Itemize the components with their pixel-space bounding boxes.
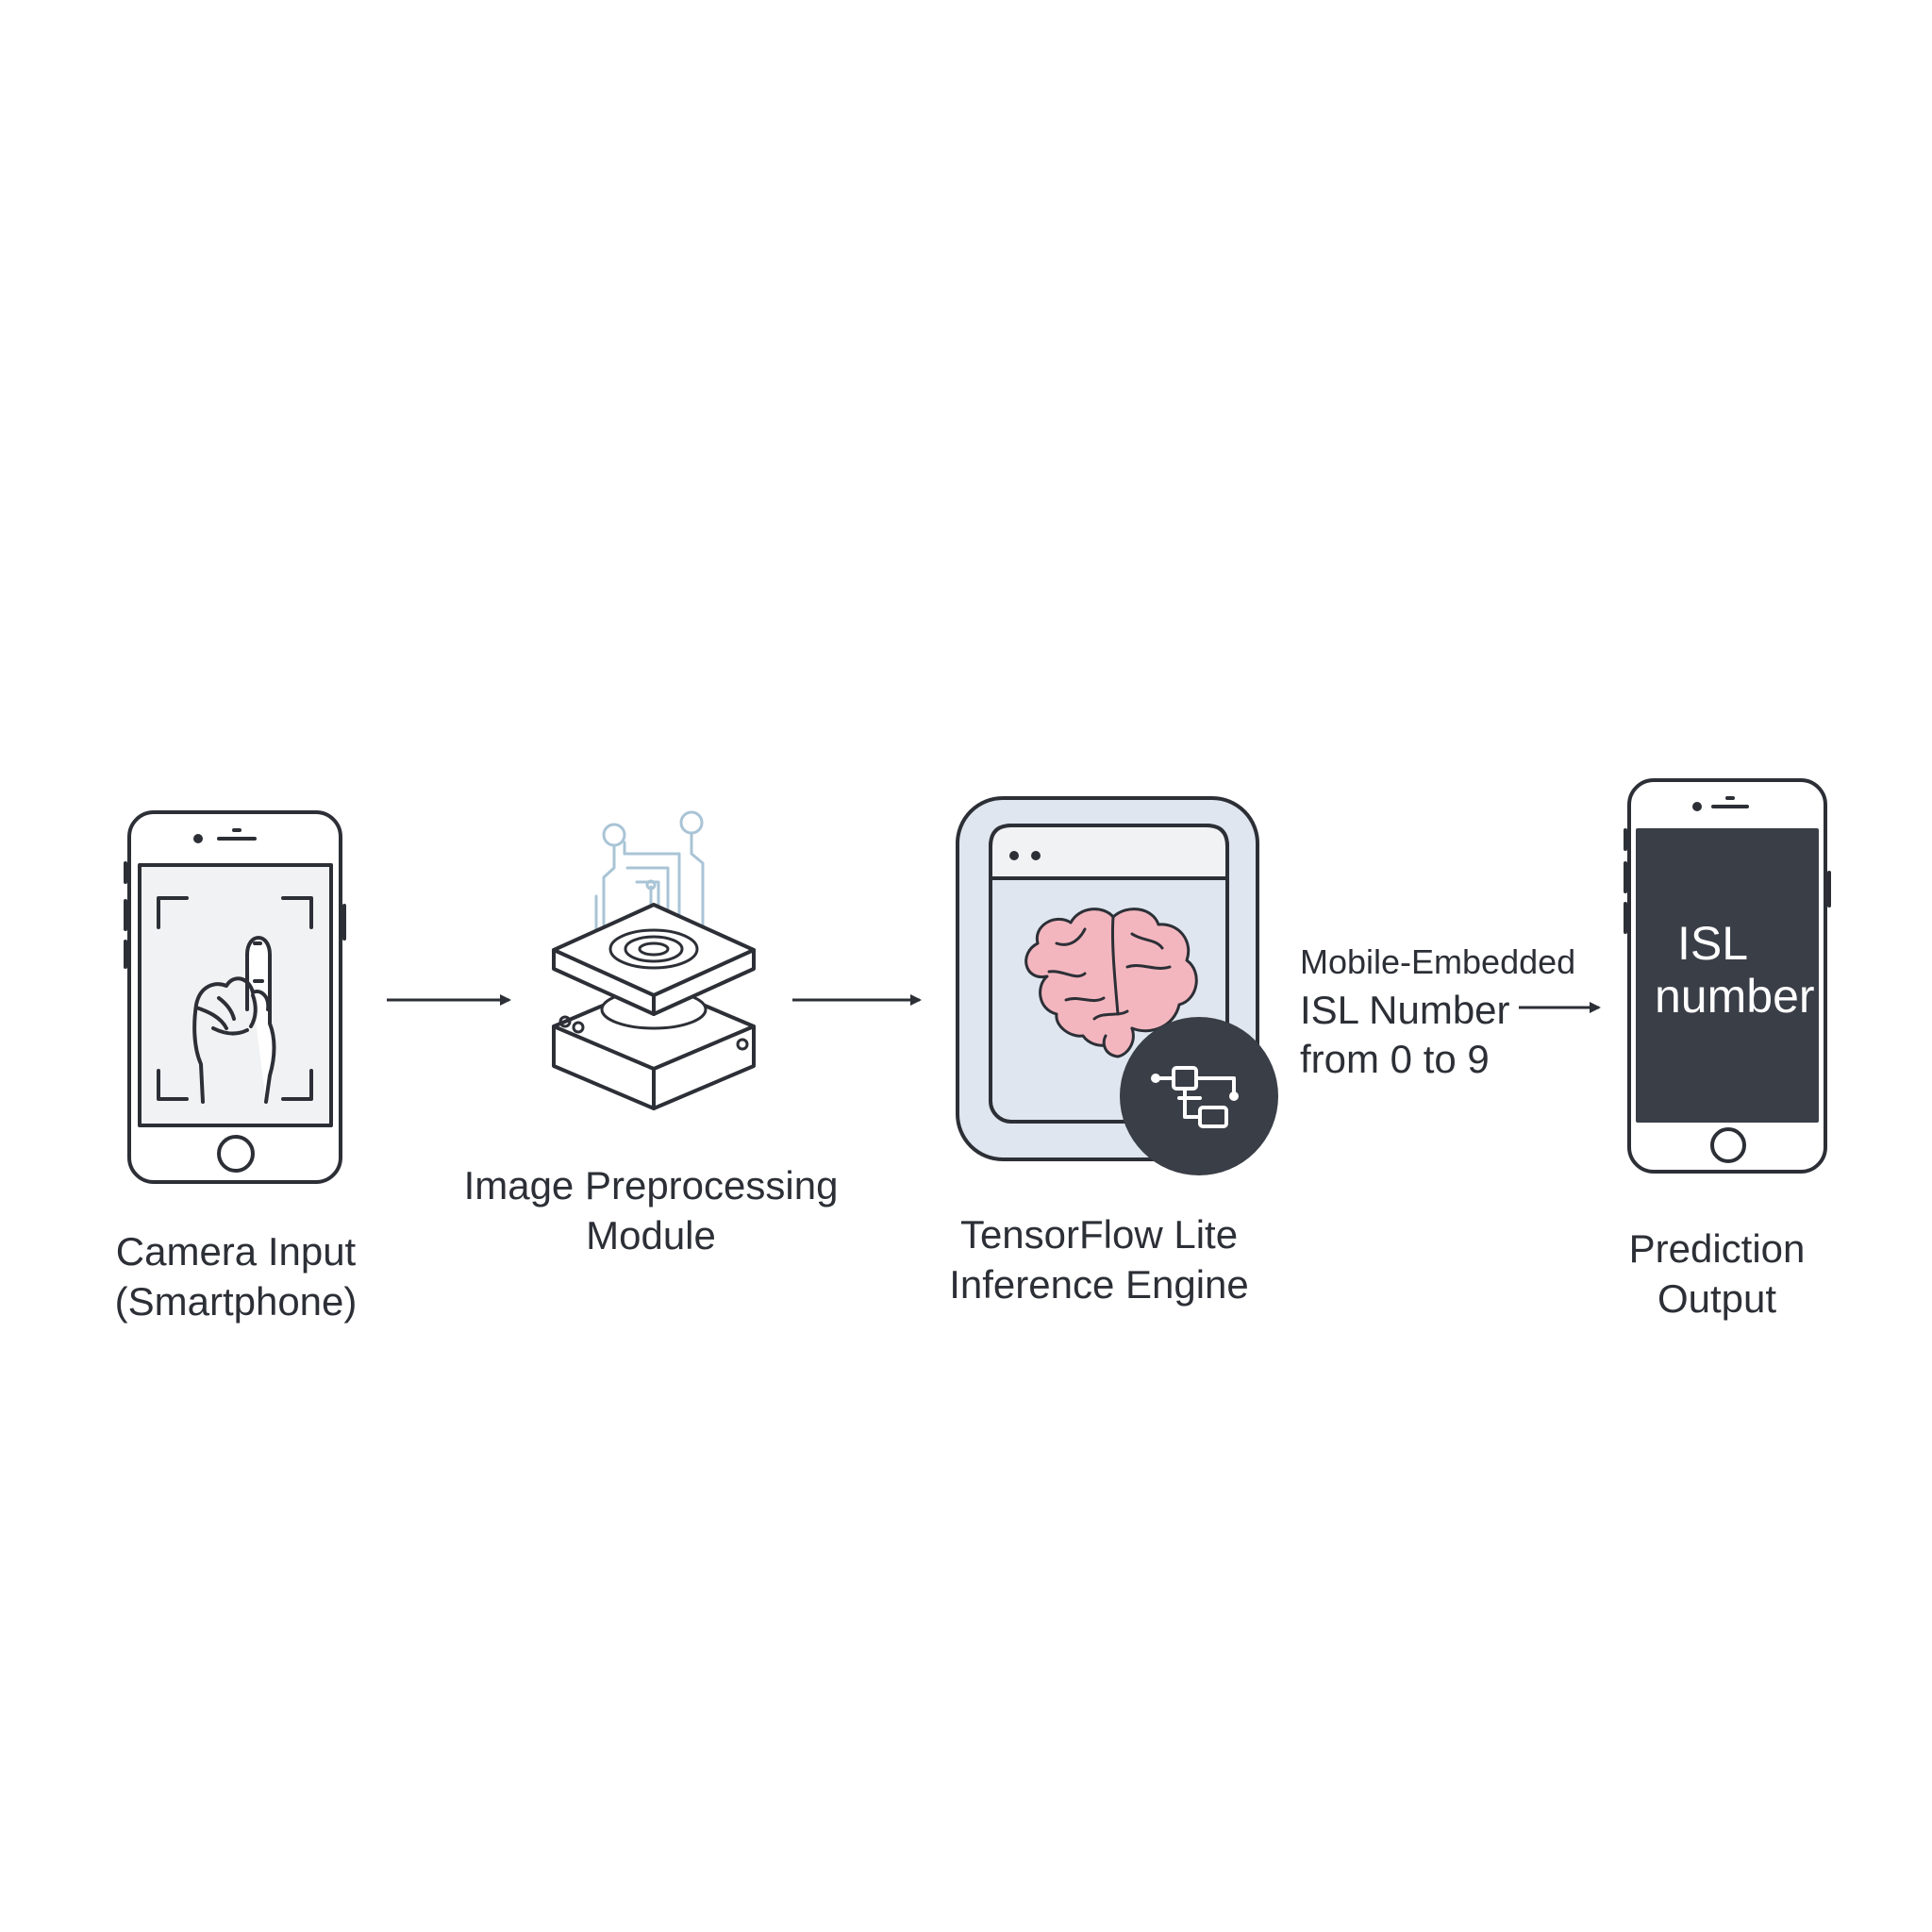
prediction-output-label-line1: Prediction (1628, 1226, 1806, 1271)
brain-window-icon (956, 796, 1278, 1175)
camera-input-label-line2: (Smartphone) (114, 1279, 358, 1324)
preprocessing-label-line2: Module (586, 1213, 716, 1258)
processing-layers-icon (552, 810, 756, 1110)
smartphone-display-icon (1624, 778, 1831, 1174)
inference-engine-label-line2: Inference Engine (949, 1262, 1249, 1307)
arrow-annotation-line1: Mobile-Embedded (1300, 942, 1576, 981)
prediction-output-label: Prediction Output (1566, 1224, 1868, 1324)
arrow-annotation: Mobile-Embedded ISL Number from 0 to 9 (1300, 939, 1611, 1084)
arrow-annotation-line2: ISL Number (1300, 988, 1510, 1032)
inference-engine-label: TensorFlow Lite Inference Engine (929, 1209, 1269, 1310)
output-screen-line1: ISL (1677, 917, 1749, 970)
arrow-annotation-line3: from 0 to 9 (1300, 1037, 1490, 1081)
camera-input-label: Camera Input (Smartphone) (94, 1226, 377, 1327)
preprocessing-label: Image Preprocessing Module (453, 1160, 849, 1261)
inference-engine-label-line1: TensorFlow Lite (959, 1212, 1239, 1257)
smartphone-hand-gesture-icon (124, 810, 346, 1184)
output-screen-text: ISL number (1638, 917, 1826, 1023)
flowchart-badge-icon (1120, 1017, 1278, 1175)
preprocessing-label-line1: Image Preprocessing (463, 1163, 839, 1208)
prediction-output-label-line2: Output (1657, 1276, 1777, 1322)
output-screen-line2: number (1655, 970, 1815, 1023)
camera-input-label-line1: Camera Input (115, 1229, 357, 1274)
